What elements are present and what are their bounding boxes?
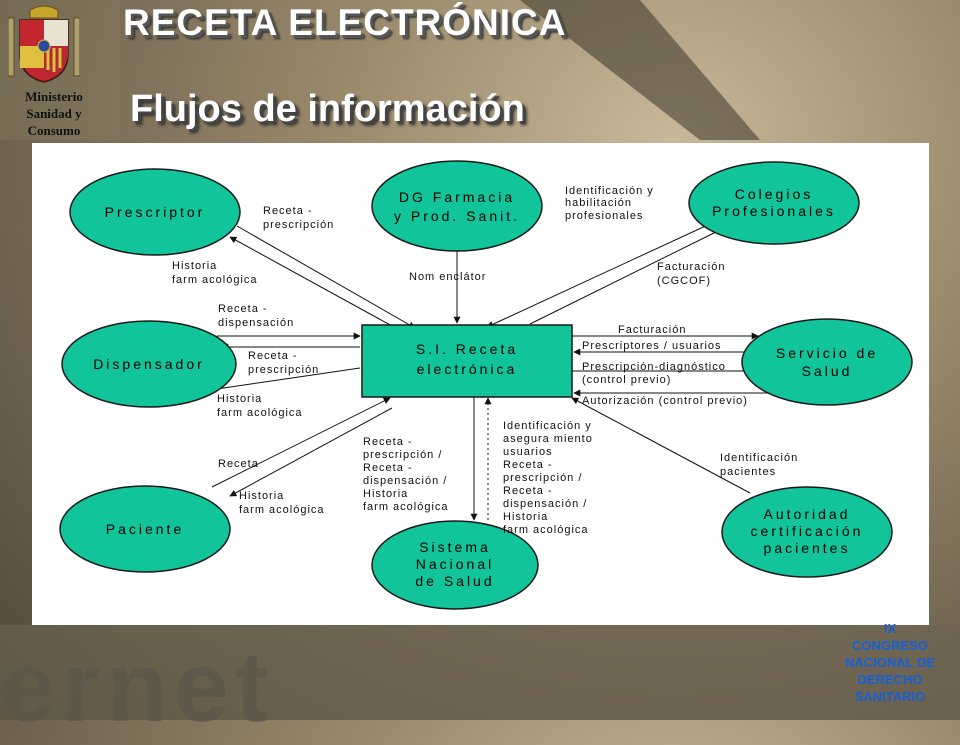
- label-sns-flujo-4: dispensación /: [363, 475, 447, 487]
- label-identificacion-aseguramiento-2: asegura miento: [503, 433, 593, 445]
- node-dg-farmacia: DG Farmacia y Prod. Sanit.: [371, 160, 543, 252]
- background-watermark: ernet: [0, 631, 275, 743]
- label-identificacion-aseguramiento-1: Identificación y: [503, 420, 592, 432]
- label-identificacion-aseguramiento-8: Historia: [503, 511, 548, 523]
- label-receta-prescripcion-mid-2: prescripción: [248, 364, 319, 376]
- arrow-colegios-si-1: [486, 222, 713, 328]
- label-sns-flujo-3: Receta -: [363, 462, 413, 474]
- label-prescripcion-diagnostico-2: (control previo): [582, 374, 671, 386]
- label-autorizacion: Autorización (control previo): [582, 395, 748, 407]
- label-sns-flujo-6: farm acológica: [363, 501, 449, 513]
- arrow-si-to-prescriptor: [229, 236, 393, 327]
- label-sns-flujo-5: Historia: [363, 488, 408, 500]
- label-receta-dispensacion-1: Receta -: [218, 303, 268, 315]
- node-sns-line-1: Sistema: [419, 539, 491, 555]
- label-identificacion-habilitacion-2: habilitación: [565, 197, 632, 209]
- node-servicio-salud-line-1: Servicio de: [776, 345, 878, 361]
- label-sns-flujo-1: Receta -: [363, 436, 413, 448]
- label-identificacion-aseguramiento-7: dispensación /: [503, 498, 587, 510]
- node-dg-farmacia-line-2: y Prod. Sanit.: [394, 208, 520, 224]
- node-colegios-line-2: Profesionales: [712, 203, 836, 219]
- label-identificacion-aseguramiento-6: Receta -: [503, 485, 553, 497]
- label-historia-top-2: farm acológica: [172, 274, 258, 286]
- label-nomenclator: Nom enclátor: [409, 271, 486, 283]
- node-si-receta-line-2: electrónica: [417, 361, 518, 377]
- node-servicio-salud-line-2: Salud: [802, 363, 853, 379]
- label-receta-paciente: Receta: [218, 458, 259, 470]
- label-identificacion-habilitacion-1: Identificación y: [565, 185, 654, 197]
- ministry-line-3: Consumo: [27, 123, 81, 138]
- label-prescriptores-usuarios: Prescriptores / usuarios: [582, 340, 722, 352]
- label-historia-paciente-2: farm acológica: [239, 504, 325, 516]
- node-dg-farmacia-line-1: DG Farmacia: [399, 189, 515, 205]
- label-facturacion-cgcof-1: Facturación: [657, 261, 725, 273]
- ministry-line-1: Ministerio: [25, 89, 83, 104]
- node-autoridad: Autoridad certificación pacientes: [721, 486, 893, 578]
- congress-line-2: CONGRESO: [852, 638, 928, 653]
- label-identificacion-aseguramiento-5: prescripción /: [503, 472, 582, 484]
- ministry-label: Ministerio Sanidad y Consumo: [4, 88, 104, 139]
- coat-of-arms-logo: [8, 5, 80, 83]
- label-identificacion-aseguramiento-9: farm acológica: [503, 524, 589, 536]
- flow-arrows: [209, 222, 777, 521]
- node-autoridad-line-1: Autoridad: [764, 506, 851, 522]
- label-receta-prescripcion-top-1: Receta -: [263, 205, 313, 217]
- label-historia-mid-1: Historia: [217, 393, 262, 405]
- arrow-paciente-to-si: [211, 397, 391, 488]
- node-dispensador-label: Dispensador: [93, 356, 205, 372]
- node-sns: Sistema Nacional de Salud: [371, 520, 539, 610]
- ministry-line-2: Sanidad y: [26, 106, 82, 121]
- label-identificacion-aseguramiento-3: usuarios: [503, 446, 553, 458]
- arrow-si-to-paciente: [229, 407, 393, 497]
- label-prescripcion-diagnostico-1: Prescripción-diagnóstico: [582, 361, 726, 373]
- diagram-panel: Prescriptor DG Farmacia y Prod. Sanit. C…: [32, 143, 929, 625]
- label-receta-dispensacion-2: dispensación: [218, 317, 294, 329]
- label-identificacion-aseguramiento-4: Receta -: [503, 459, 553, 471]
- congress-line-5: SANITARIO: [854, 689, 926, 704]
- label-identificacion-pacientes-2: pacientes: [720, 466, 776, 478]
- node-sns-line-3: de Salud: [415, 573, 494, 589]
- arrow-prescriptor-to-si: [236, 225, 416, 329]
- label-receta-prescripcion-top-2: prescripción: [263, 219, 334, 231]
- node-colegios-line-1: Colegios: [735, 186, 813, 202]
- label-identificacion-habilitacion-3: profesionales: [565, 210, 643, 222]
- label-identificacion-pacientes-1: Identificación: [720, 452, 798, 464]
- node-prescriptor: Prescriptor: [69, 168, 241, 256]
- congress-line-4: DERECHO: [857, 672, 923, 687]
- arrow-si-to-dispensador-historia: [209, 367, 361, 393]
- label-historia-top-1: Historia: [172, 260, 217, 272]
- node-autoridad-line-3: pacientes: [764, 540, 851, 556]
- label-receta-prescripcion-mid-1: Receta -: [248, 350, 298, 362]
- node-paciente: Paciente: [59, 485, 231, 573]
- page-subtitle: Flujos de información: [130, 88, 525, 130]
- label-historia-paciente-1: Historia: [239, 490, 284, 502]
- node-prescriptor-label: Prescriptor: [105, 204, 206, 220]
- node-paciente-label: Paciente: [106, 521, 184, 537]
- congress-label: IX CONGRESO NACIONAL DE DERECHO SANITARI…: [820, 620, 960, 705]
- arrow-autoridad-to-si: [571, 397, 751, 494]
- node-si-receta: S.I. Receta electrónica: [361, 324, 573, 398]
- page-title: RECETA ELECTRÓNICA: [123, 2, 567, 43]
- node-sns-line-2: Nacional: [416, 556, 494, 572]
- label-facturacion: Facturación: [618, 324, 686, 336]
- label-sns-flujo-2: prescripción /: [363, 449, 442, 461]
- node-colegios: Colegios Profesionales: [688, 161, 860, 245]
- congress-line-1: IX: [883, 621, 897, 636]
- node-autoridad-line-2: certificación: [751, 523, 864, 539]
- congress-line-3: NACIONAL DE: [844, 655, 936, 670]
- node-dispensador: Dispensador: [61, 320, 237, 408]
- arrow-colegios-si-2: [529, 228, 723, 325]
- node-servicio-salud: Servicio de Salud: [741, 318, 913, 406]
- node-si-receta-line-1: S.I. Receta: [416, 341, 518, 357]
- information-flow-diagram: Prescriptor DG Farmacia y Prod. Sanit. C…: [59, 160, 913, 610]
- nodes: Prescriptor DG Farmacia y Prod. Sanit. C…: [59, 160, 913, 610]
- label-historia-mid-2: farm acológica: [217, 407, 303, 419]
- edge-labels: Receta - prescripción Historia farm acol…: [172, 185, 798, 536]
- label-facturacion-cgcof-2: (CGCOF): [657, 275, 711, 287]
